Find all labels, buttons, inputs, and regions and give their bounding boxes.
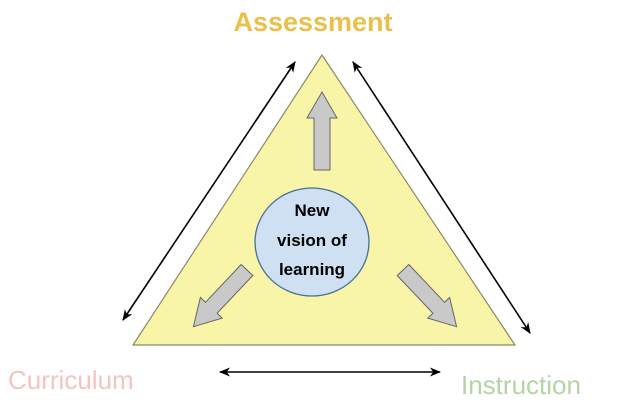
- label-instruction: Instruction: [461, 370, 581, 400]
- center-text-line3: learning: [279, 260, 345, 279]
- center-text-line1: New: [295, 201, 331, 220]
- label-assessment: Assessment: [233, 7, 392, 37]
- double-arrow-right: [352, 61, 531, 334]
- block-arrow-up: [306, 90, 338, 171]
- double-arrow-left: [122, 61, 296, 321]
- center-text-line2: vision of: [277, 231, 347, 250]
- label-curriculum: Curriculum: [8, 365, 134, 395]
